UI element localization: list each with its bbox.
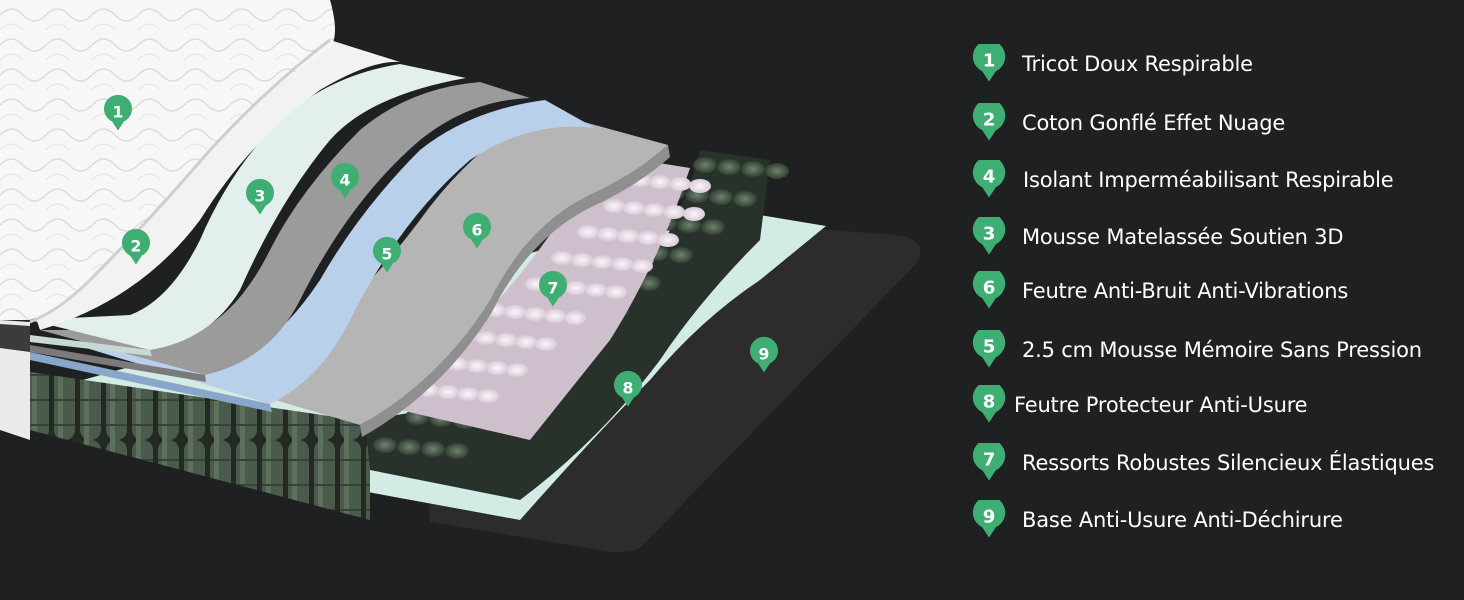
pink-coil-top [637, 231, 659, 245]
pin-shape [104, 94, 132, 131]
pin-shape [122, 228, 150, 265]
pink-coil-top [437, 385, 459, 399]
layer-marker-8: 8 [614, 370, 642, 407]
pink-coil-top [657, 233, 679, 247]
pink-coil-top [669, 177, 691, 191]
pink-coil-top [643, 203, 665, 217]
pin-shape [373, 236, 401, 273]
layer-quilted-foam [30, 64, 466, 350]
green-coil-top [717, 159, 741, 175]
pink-coil-top [603, 199, 625, 213]
layer-marker-6: 6 [463, 212, 491, 249]
green-coil-top [669, 247, 693, 263]
pink-coil-top [504, 305, 526, 319]
pin-number: 6 [472, 221, 483, 240]
pin-number: 8 [623, 379, 634, 398]
layer-gray-felt-edge [360, 145, 670, 437]
pink-coil-top [623, 201, 645, 215]
pink-coil-top [585, 283, 607, 297]
pink-coil-top [466, 359, 488, 373]
pin-number: 4 [340, 171, 351, 190]
green-coil-top [733, 191, 757, 207]
pin-number: 9 [759, 345, 770, 364]
pink-coil-top [551, 251, 573, 265]
layer-marker-2: 2 [122, 228, 150, 265]
pin-shape [750, 336, 778, 373]
green-coil-top [765, 163, 789, 179]
spring-block-side [30, 372, 370, 520]
pin-number: 5 [382, 245, 393, 264]
layer-cotton [30, 40, 400, 330]
pink-coil-top [663, 205, 685, 219]
pin-number: 1 [113, 103, 124, 122]
layer-insulation-edge [30, 345, 206, 382]
pink-coil-top [689, 179, 711, 193]
layer-memory-foam-edge [30, 352, 272, 412]
green-coil-top [741, 161, 765, 177]
pin-shape [246, 178, 274, 215]
layer-marker-7: 7 [539, 270, 567, 307]
green-coil-top [421, 441, 445, 457]
pink-coil-top [475, 331, 497, 345]
pink-coil-top [577, 225, 599, 239]
pin-number: 2 [131, 237, 142, 256]
layer-marker-3: 3 [246, 178, 274, 215]
pink-coil-top [649, 175, 671, 189]
layer-markers: 1 2 3 4 5 6 7 8 9 [104, 94, 778, 407]
pink-coil-top [535, 337, 557, 351]
layer-marker-1: 1 [104, 94, 132, 131]
layer-marker-5: 5 [373, 236, 401, 273]
pink-coil-top [631, 259, 653, 273]
layer-memory-foam [60, 100, 595, 404]
pink-coil-top [605, 285, 627, 299]
pin-number: 3 [255, 187, 266, 206]
green-coil-top [701, 219, 725, 235]
pink-coil-top [565, 281, 587, 295]
pink-coil-top [611, 257, 633, 271]
layer-insulation [40, 82, 530, 375]
pin-shape [539, 270, 567, 307]
pink-coil-top [597, 227, 619, 241]
pink-coil-top [515, 335, 537, 349]
pink-coil-top [486, 361, 508, 375]
pink-coil-top [591, 255, 613, 269]
green-coil-top [445, 443, 469, 459]
pink-coil-top [457, 387, 479, 401]
pink-coil-top [683, 207, 705, 221]
pink-coil-top [495, 333, 517, 347]
pink-coil-top [506, 363, 528, 377]
pin-shape [614, 370, 642, 407]
layer-marker-4: 4 [331, 162, 359, 199]
layer-knit-top-rim [29, 38, 331, 324]
pink-coil-top [477, 389, 499, 403]
pin-number: 7 [548, 279, 559, 298]
layer-marker-9: 9 [750, 336, 778, 373]
green-coil-top [693, 157, 717, 173]
mattress-side-piping [0, 324, 30, 352]
green-coil-top [373, 437, 397, 453]
green-coil-top [677, 217, 701, 233]
layer-quilted-foam-edge [30, 335, 152, 356]
pink-coil-top [571, 253, 593, 267]
layer-knit-top [0, 0, 335, 320]
pin-shape [463, 212, 491, 249]
pin-shape [331, 162, 359, 199]
green-coil-top [397, 439, 421, 455]
pink-coil-top [544, 309, 566, 323]
pink-coil-top [564, 311, 586, 325]
pink-coil-top [617, 229, 639, 243]
green-coil-top [709, 189, 733, 205]
pink-coil-top [524, 307, 546, 321]
